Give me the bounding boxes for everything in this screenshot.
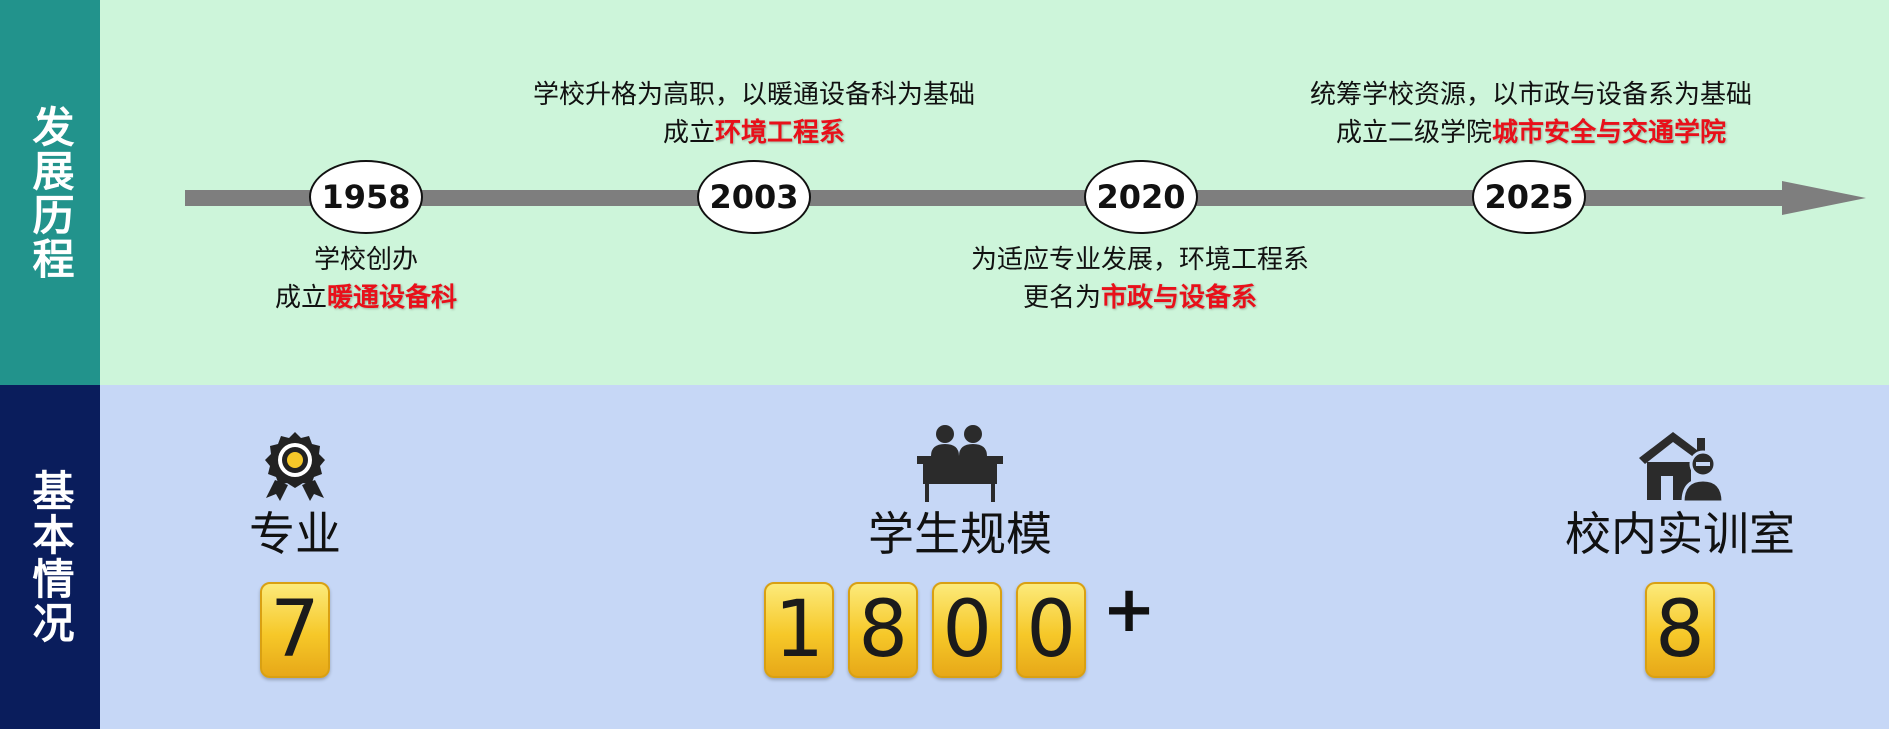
event-2025-prefix: 成立二级学院 <box>1335 118 1492 148</box>
event-1958: 学校创办 成立暖通设备科 <box>226 241 506 317</box>
event-2003: 学校升格为高职，以暖通设备科为基础 成立环境工程系 <box>474 76 1034 152</box>
year-marker-1958: 1958 <box>309 160 423 234</box>
sidebar-development: 发展历程 <box>0 0 100 385</box>
award-badge-icon <box>195 410 395 502</box>
digit-box: 0 <box>932 582 1003 678</box>
event-2020-line1: 为适应专业发展，环境工程系 <box>970 245 1309 275</box>
students-at-desk-icon <box>760 410 1160 502</box>
event-2020-highlight: 市政与设备系 <box>1101 283 1258 313</box>
stat-training-rooms-title: 校内实训室 <box>1565 507 1795 561</box>
event-1958-line1: 学校创办 <box>313 245 418 275</box>
event-2020-line2: 更名为市政与设备系 <box>910 279 1370 317</box>
timeline-arrowhead <box>1782 181 1866 215</box>
development-label: 发展历程 <box>26 104 75 281</box>
timeline-bar <box>185 190 1785 206</box>
event-2003-line2: 成立环境工程系 <box>474 114 1034 152</box>
stat-majors-value: 7 <box>195 582 395 678</box>
year-marker-2020: 2020 <box>1084 160 1198 234</box>
event-1958-prefix: 成立 <box>274 283 327 313</box>
stat-students: 学生规模 1 8 0 0 + <box>760 410 1160 678</box>
digit-box: 1 <box>764 582 835 678</box>
plus-suffix: + <box>1102 573 1156 647</box>
basic-info-label: 基本情况 <box>26 469 75 645</box>
event-2020-prefix: 更名为 <box>1022 283 1101 313</box>
digit-box: 8 <box>848 582 919 678</box>
stat-training-rooms: 校内实训室 8 <box>1540 410 1820 678</box>
event-2025: 统筹学校资源，以市政与设备系为基础 成立二级学院城市安全与交通学院 <box>1251 76 1811 152</box>
event-2003-line1: 学校升格为高职，以暖通设备科为基础 <box>532 80 975 110</box>
house-person-icon <box>1540 410 1820 502</box>
digit-box: 7 <box>260 582 330 678</box>
year-marker-2025: 2025 <box>1472 160 1586 234</box>
year-marker-2003: 2003 <box>697 160 811 234</box>
stat-training-rooms-value: 8 <box>1540 582 1820 678</box>
event-2020: 为适应专业发展，环境工程系 更名为市政与设备系 <box>910 241 1370 317</box>
event-2025-line1: 统筹学校资源，以市政与设备系为基础 <box>1309 80 1752 110</box>
sidebar-basic-info: 基本情况 <box>0 385 100 729</box>
stat-students-title: 学生规模 <box>868 507 1052 561</box>
event-2003-prefix: 成立 <box>662 118 715 148</box>
event-1958-line2: 成立暖通设备科 <box>226 279 506 317</box>
event-2025-highlight: 城市安全与交通学院 <box>1492 118 1727 148</box>
stat-majors-title: 专业 <box>249 507 341 561</box>
digit-box: 8 <box>1645 582 1715 678</box>
event-2003-highlight: 环境工程系 <box>715 118 846 148</box>
event-2025-line2: 成立二级学院城市安全与交通学院 <box>1251 114 1811 152</box>
event-1958-highlight: 暖通设备科 <box>327 283 458 313</box>
digit-box: 0 <box>1016 582 1087 678</box>
stat-majors: 专业 7 <box>195 410 395 678</box>
stat-students-value: 1 8 0 0 + <box>760 573 1160 678</box>
